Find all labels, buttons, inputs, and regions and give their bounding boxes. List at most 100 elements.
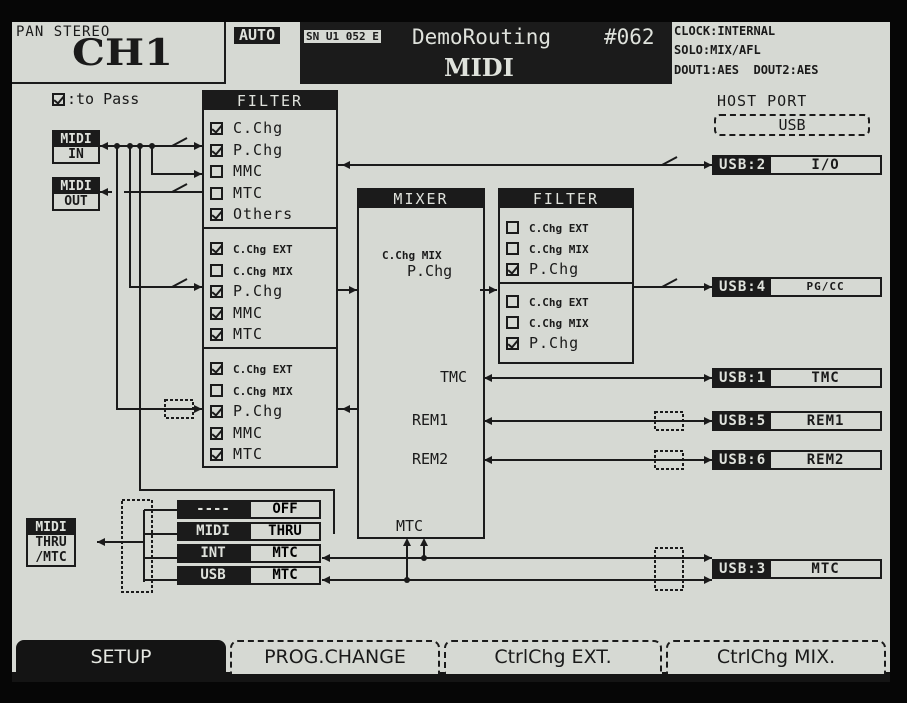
header-divider bbox=[224, 22, 226, 84]
tab-prog-change[interactable]: PROG.CHANGE bbox=[230, 640, 440, 674]
right-filter-g2-checkbox[interactable] bbox=[506, 337, 519, 350]
left-filter-g3-row[interactable]: C.Chg MIX bbox=[210, 380, 293, 399]
right-filter-g2-checkbox[interactable] bbox=[506, 316, 519, 329]
left-filter-g1-label: P.Chg bbox=[233, 140, 284, 159]
left-filter-g2-label: P.Chg bbox=[233, 282, 284, 300]
left-filter-g2-checkbox[interactable] bbox=[210, 285, 223, 298]
left-filter-divider-2 bbox=[204, 347, 336, 349]
to-pass-checkbox[interactable] bbox=[52, 93, 65, 106]
to-pass-label: :to Pass bbox=[67, 90, 140, 108]
left-filter-g3-checkbox[interactable] bbox=[210, 405, 223, 418]
left-filter-g3-label: MMC bbox=[233, 423, 264, 442]
right-filter-g1-label: C.Chg EXT bbox=[529, 222, 589, 235]
left-filter-g3-label: C.Chg MIX bbox=[233, 384, 293, 398]
tab-ctrlchg-mix[interactable]: CtrlChg MIX. bbox=[666, 640, 886, 674]
right-filter-g2-row[interactable]: C.Chg EXT bbox=[506, 291, 589, 310]
scene-name[interactable]: DemoRouting bbox=[412, 25, 552, 49]
left-filter-g1-row[interactable]: MTC bbox=[210, 183, 263, 202]
auto-badge[interactable]: AUTO bbox=[234, 27, 281, 44]
left-filter-g1-row[interactable]: Others bbox=[210, 204, 293, 223]
left-filter-g3-checkbox[interactable] bbox=[210, 448, 223, 461]
usb4-id: USB:4 bbox=[714, 279, 772, 295]
channel-label: PAN STEREO bbox=[16, 24, 111, 40]
left-filter-g3-checkbox[interactable] bbox=[210, 362, 223, 375]
channel-name[interactable]: CH1 bbox=[72, 32, 173, 74]
left-filter-g2-row[interactable]: C.Chg EXT bbox=[210, 238, 293, 257]
left-filter-g2-checkbox[interactable] bbox=[210, 306, 223, 320]
scene-prefix: SN U1 052 E bbox=[304, 30, 381, 43]
right-filter-g1-row[interactable]: P.Chg bbox=[506, 259, 579, 278]
usb6-id: USB:6 bbox=[714, 452, 772, 468]
right-filter-title: FILTER bbox=[500, 190, 632, 208]
left-filter-g1-checkbox[interactable] bbox=[210, 208, 223, 221]
left-filter-g1-row[interactable]: P.Chg bbox=[210, 140, 283, 159]
midi-out-port: MIDI OUT bbox=[52, 177, 100, 211]
left-filter-title: FILTER bbox=[204, 92, 336, 110]
thru-usb-left: USB bbox=[177, 566, 249, 585]
left-filter-g1-checkbox[interactable] bbox=[210, 165, 223, 178]
left-filter-g3-checkbox[interactable] bbox=[210, 383, 223, 397]
right-filter-g1-checkbox[interactable] bbox=[506, 263, 519, 276]
left-filter-g1-label: MTC bbox=[233, 183, 264, 202]
left-filter-g3-row[interactable]: MTC bbox=[210, 444, 263, 463]
right-filter-g2-label: C.Chg EXT bbox=[529, 296, 589, 309]
right-filter-g1-row[interactable]: C.Chg MIX bbox=[506, 238, 589, 257]
right-filter-g1-checkbox[interactable] bbox=[506, 221, 519, 234]
left-filter-g3-label: MTC bbox=[233, 445, 264, 463]
thru-option-off[interactable]: ----OFF bbox=[177, 500, 327, 519]
left-filter-g2-label: C.Chg EXT bbox=[233, 243, 293, 256]
left-filter-g2-row[interactable]: MMC bbox=[210, 303, 263, 322]
mixer-output-rem1: REM1 bbox=[412, 411, 449, 429]
right-filter-g1-checkbox[interactable] bbox=[506, 242, 519, 255]
left-filter-g1-row[interactable]: C.Chg bbox=[210, 118, 283, 137]
thru-off-left: ---- bbox=[177, 500, 249, 519]
thru-midi-left: MIDI bbox=[177, 522, 249, 541]
left-filter-g2-row[interactable]: MTC bbox=[210, 324, 263, 343]
left-filter-g3-row[interactable]: MMC bbox=[210, 423, 263, 442]
to-pass-toggle[interactable]: :to Pass bbox=[52, 92, 139, 107]
left-filter-g1-checkbox[interactable] bbox=[210, 122, 223, 135]
right-filter-g2-checkbox[interactable] bbox=[506, 295, 519, 308]
midi-thru-mtc-label: /MTC bbox=[35, 550, 67, 565]
left-filter-g2-checkbox[interactable] bbox=[210, 263, 223, 277]
status-dout: DOUT1:AES DOUT2:AES bbox=[674, 63, 819, 77]
left-filter-g1-checkbox[interactable] bbox=[210, 143, 223, 157]
screen-title: MIDI bbox=[444, 53, 514, 82]
midi-out-title: MIDI bbox=[54, 179, 98, 194]
left-filter-g3-row[interactable]: C.Chg EXT bbox=[210, 358, 293, 377]
right-filter-g2-row[interactable]: C.Chg MIX bbox=[506, 312, 589, 331]
tab-setup[interactable]: SETUP bbox=[16, 640, 226, 674]
right-filter-g1-row[interactable]: C.Chg EXT bbox=[506, 217, 589, 236]
left-filter-g1-checkbox[interactable] bbox=[210, 186, 223, 200]
right-filter-g2-row[interactable]: P.Chg bbox=[506, 333, 579, 352]
left-filter-g3-label: C.Chg EXT bbox=[233, 363, 293, 376]
mixer-input-cchg: C.Chg MIX bbox=[382, 249, 442, 262]
left-filter-g1-row[interactable]: MMC bbox=[210, 161, 263, 180]
usb1-label: TMC bbox=[771, 370, 880, 386]
midi-thru-label: THRU bbox=[35, 535, 67, 550]
left-filter-g2-row[interactable]: P.Chg bbox=[210, 281, 283, 300]
left-filter-g2-row[interactable]: C.Chg MIX bbox=[210, 260, 293, 279]
host-port-value[interactable]: USB bbox=[714, 114, 870, 136]
tab-ctrlchg-ext[interactable]: CtrlChg EXT. bbox=[444, 640, 662, 674]
left-filter-g2-checkbox[interactable] bbox=[210, 328, 223, 341]
usb5-label: REM1 bbox=[771, 413, 880, 429]
thru-int-left: INT bbox=[177, 544, 249, 563]
midi-in-port: MIDI IN bbox=[52, 130, 100, 164]
left-filter-g2-checkbox[interactable] bbox=[210, 242, 223, 255]
right-filter-divider bbox=[500, 282, 632, 284]
mixer-output-tmc: TMC bbox=[440, 368, 468, 386]
right-filter-g1-label: P.Chg bbox=[529, 260, 580, 278]
left-filter-g3-row[interactable]: P.Chg bbox=[210, 401, 283, 420]
left-filter-g3-checkbox[interactable] bbox=[210, 426, 223, 440]
